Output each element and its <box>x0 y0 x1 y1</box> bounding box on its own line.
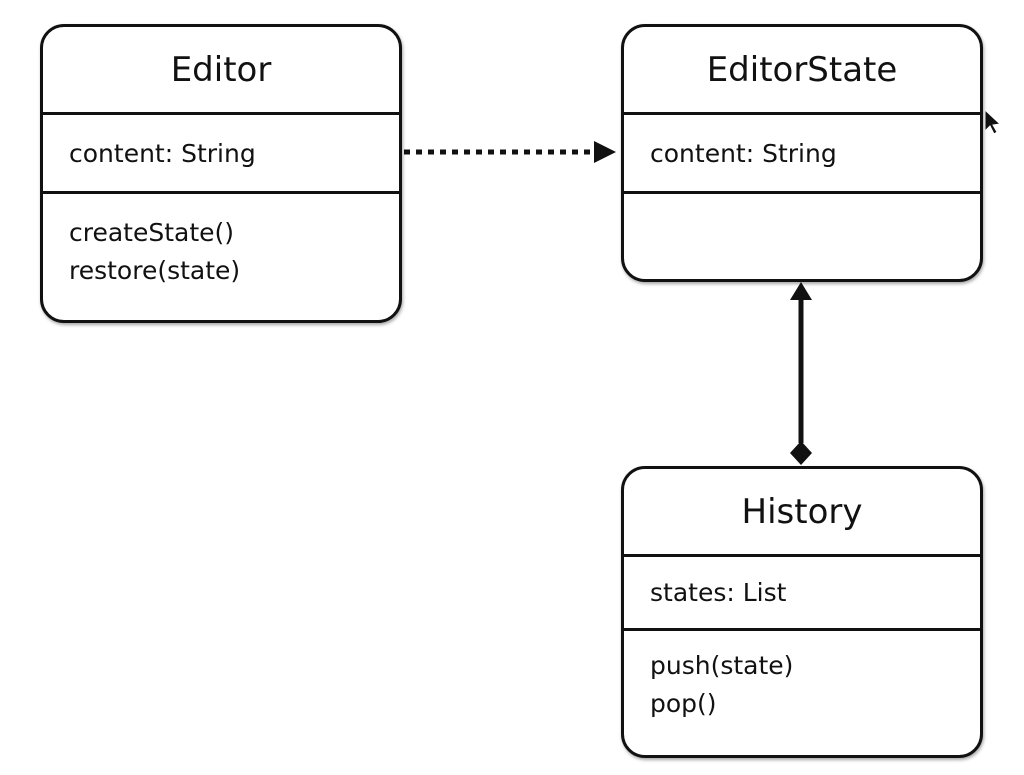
attribute: states: List <box>650 578 787 607</box>
dependency-arrow <box>404 141 616 163</box>
method: restore(state) <box>69 256 241 285</box>
class-box-history: History states: List push(state) pop() <box>621 466 983 758</box>
composition-arrow <box>790 282 812 465</box>
class-name: EditorState <box>624 27 980 115</box>
class-attributes: states: List <box>624 557 980 631</box>
composition-arrowhead <box>790 282 812 300</box>
class-name: History <box>624 469 980 557</box>
class-methods-empty <box>624 194 980 214</box>
class-methods: createState() restore(state) <box>43 194 399 290</box>
dependency-arrowhead <box>594 141 616 163</box>
method: pop() <box>650 689 717 718</box>
attribute: content: String <box>69 138 256 168</box>
class-attributes: content: String <box>43 115 399 194</box>
mouse-cursor-icon <box>984 108 1002 135</box>
method: push(state) <box>650 651 794 680</box>
class-name: Editor <box>43 27 399 115</box>
method: createState() <box>69 218 235 247</box>
class-box-editorstate: EditorState content: String <box>621 24 983 282</box>
attribute: content: String <box>650 138 837 168</box>
composition-diamond <box>790 441 812 465</box>
class-attributes: content: String <box>624 115 980 194</box>
class-methods: push(state) pop() <box>624 631 980 723</box>
class-box-editor: Editor content: String createState() res… <box>40 24 402 323</box>
